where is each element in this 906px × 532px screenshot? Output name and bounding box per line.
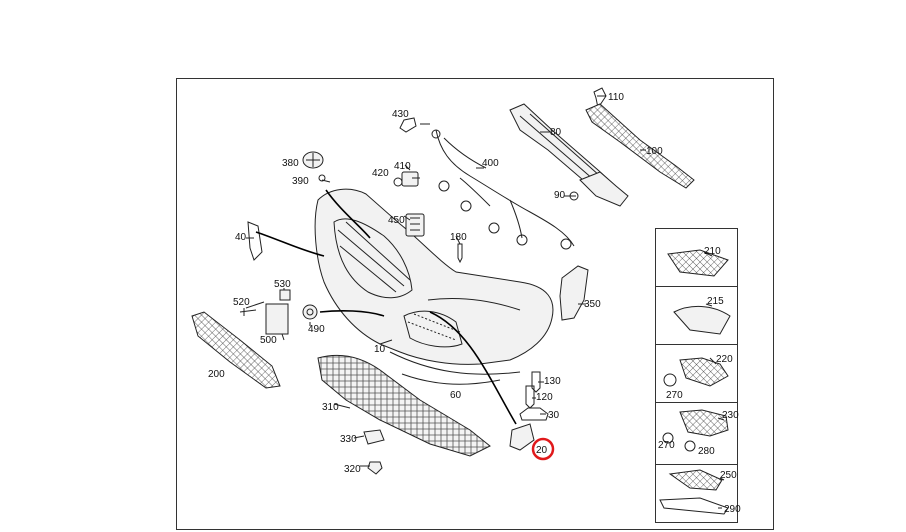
leader-lines xyxy=(245,95,725,509)
label-group: 110 430 80 100 380 410 400 420 390 90 45… xyxy=(208,92,741,515)
label-430: 430 xyxy=(392,109,409,120)
label-530: 530 xyxy=(274,279,291,290)
label-110: 110 xyxy=(608,92,624,103)
side-bracket-350 xyxy=(559,265,589,321)
label-500: 500 xyxy=(260,335,277,346)
label-120: 120 xyxy=(536,392,553,403)
label-130: 130 xyxy=(544,376,561,387)
label-330: 330 xyxy=(340,434,357,445)
label-350: 350 xyxy=(584,299,601,310)
label-20: 20 xyxy=(536,445,548,456)
lower-grille-200 xyxy=(191,311,281,389)
label-40: 40 xyxy=(235,232,247,243)
label-520: 520 xyxy=(233,297,250,308)
underbody-panel-310 xyxy=(317,354,491,457)
lead-line-20 xyxy=(429,311,517,425)
label-180: 180 xyxy=(450,232,467,243)
label-215: 215 xyxy=(707,296,724,307)
plate-parts xyxy=(239,289,318,335)
label-410: 410 xyxy=(394,161,411,172)
label-290: 290 xyxy=(724,504,741,515)
label-390: 390 xyxy=(292,176,309,187)
label-400: 400 xyxy=(482,158,499,169)
lead-line-380 xyxy=(325,189,371,239)
tow-hook-cover-20 xyxy=(509,423,535,451)
clip-330 xyxy=(363,429,385,445)
rivet-320 xyxy=(367,461,383,475)
label-270-b: 270 xyxy=(658,440,675,451)
label-60: 60 xyxy=(450,390,462,401)
screw-130 xyxy=(531,371,541,393)
upper-parts xyxy=(302,87,695,264)
label-320: 320 xyxy=(344,464,361,475)
side-panel-parts xyxy=(659,249,731,515)
side-bracket-40 xyxy=(247,221,263,261)
highlight-circle xyxy=(531,437,555,461)
label-80: 80 xyxy=(550,127,562,138)
label-280: 280 xyxy=(698,446,715,457)
label-30: 30 xyxy=(548,410,560,421)
lead-line-40 xyxy=(255,231,325,257)
label-490: 490 xyxy=(308,324,325,335)
label-420: 420 xyxy=(372,168,389,179)
label-90: 90 xyxy=(554,190,566,201)
lead-line-490 xyxy=(319,310,385,317)
label-210: 210 xyxy=(704,246,721,257)
trim-strip-60 xyxy=(401,373,501,385)
label-250: 250 xyxy=(720,470,737,481)
label-10: 10 xyxy=(374,344,386,355)
label-220: 220 xyxy=(716,354,733,365)
bracket-30 xyxy=(519,407,549,421)
label-230: 230 xyxy=(722,410,739,421)
bolt-120 xyxy=(525,385,535,409)
label-380: 380 xyxy=(282,158,299,169)
label-270-a: 270 xyxy=(666,390,683,401)
label-310: 310 xyxy=(322,402,339,413)
label-100: 100 xyxy=(646,146,663,157)
label-200: 200 xyxy=(208,369,225,380)
label-450: 450 xyxy=(388,215,405,226)
